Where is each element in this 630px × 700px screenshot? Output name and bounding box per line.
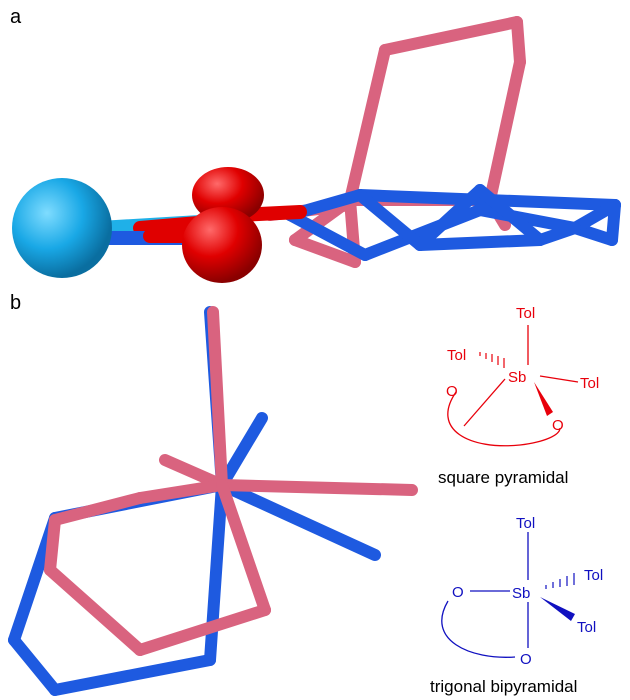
square-right-tol: Tol [580,375,599,392]
square-oxygen-right: O [552,417,564,434]
square-center-sb: Sb [508,369,526,386]
trigonal-oxygen-left: O [452,584,464,601]
hashed-bond-tbp [545,573,575,589]
hashed-bond-sq [479,352,505,368]
trigonal-oxygen-bottom: O [520,651,532,668]
oxygen-atom-a2 [182,207,262,283]
trigonal-bipyramidal-structure [441,532,575,658]
panel-a-model [12,16,621,283]
antimony-atom-a [12,178,112,278]
panel-label-a: a [10,6,22,28]
trigonal-bipyramidal-caption: trigonal bipyramidal [430,677,578,696]
square-oxygen-left: O [446,383,458,400]
pink-frame-b [44,306,418,656]
panel-b-model [8,306,418,696]
trigonal-upper-right-tol: Tol [584,567,603,584]
square-top-tol: Tol [516,305,535,322]
square-left-tol: Tol [447,347,466,364]
square-pyramidal-caption: square pyramidal [438,468,569,487]
trigonal-lower-right-tol: Tol [577,619,596,636]
trigonal-top-tol: Tol [516,515,535,532]
trigonal-center-sb: Sb [512,585,530,602]
panel-label-b: b [10,292,22,314]
square-pyramidal-structure [447,325,579,447]
wedge-bond-sq [534,382,553,416]
wedge-bond-tbp [540,597,575,621]
blue-cage-a [284,184,621,261]
